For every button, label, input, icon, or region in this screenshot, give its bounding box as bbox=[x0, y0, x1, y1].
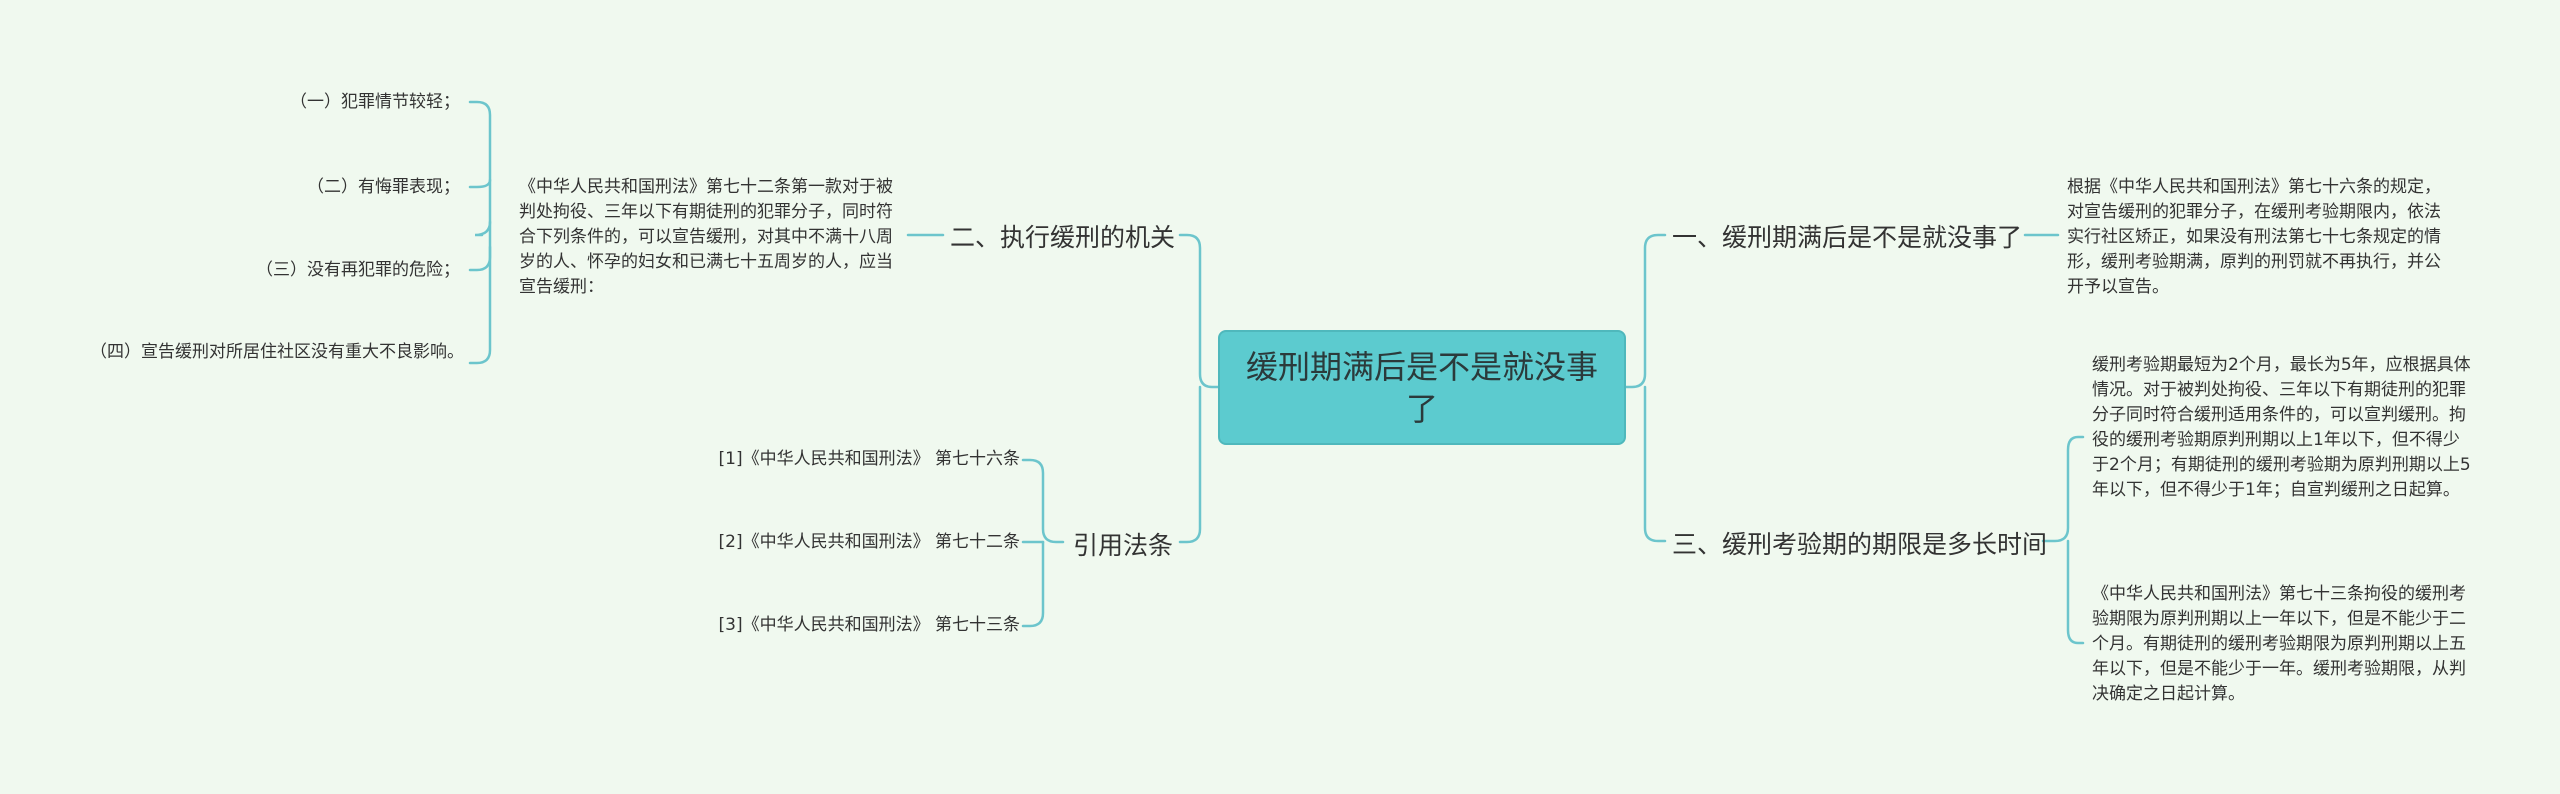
leaf-body: （三）没有再犯罪的危险； bbox=[256, 260, 460, 280]
leaf-body: [1]《中华人民共和国刑法》 第七十六条 bbox=[718, 449, 1020, 469]
leaf-body: 《中华人民共和国刑法》第七十二条第一款对于被判处拘役、三年以下有期徒刑的犯罪分子… bbox=[519, 177, 893, 297]
leaf-body: （一）犯罪情节较轻； bbox=[290, 92, 460, 112]
branch-title: 二、执行缓刑的机关 bbox=[950, 223, 1176, 252]
leaf-body: 根据《中华人民共和国刑法》第七十六条的规定，对宣告缓刑的犯罪分子，在缓刑考验期限… bbox=[2067, 177, 2441, 297]
branch-executing-organ[interactable]: 二、执行缓刑的机关 bbox=[950, 218, 1175, 254]
leaf-body: 《中华人民共和国刑法》第七十三条拘役的缓刑考验期限为原判刑期以上一年以下，但是不… bbox=[2092, 584, 2466, 704]
link-cite-items bbox=[1021, 458, 1065, 544]
link-r3-leaf2 bbox=[2066, 539, 2085, 645]
leaf-item: （二）有悔罪表现； bbox=[150, 175, 460, 200]
leaf-item: （一）犯罪情节较轻； bbox=[150, 90, 460, 115]
leaf-item: （三）没有再犯罪的危险； bbox=[150, 258, 460, 283]
leaf-body: [3]《中华人民共和国刑法》 第七十三条 bbox=[718, 615, 1020, 635]
leaf-text: 根据《中华人民共和国刑法》第七十六条的规定，对宣告缓刑的犯罪分子，在缓刑考验期限… bbox=[2067, 175, 2457, 300]
link-root-left-2 bbox=[1178, 385, 1202, 544]
leaf-item: （四）宣告缓刑对所居住社区没有重大不良影响。 bbox=[90, 340, 470, 365]
leaf-body: [2]《中华人民共和国刑法》 第七十二条 bbox=[718, 532, 1020, 552]
branch-cited-laws[interactable]: 引用法条 bbox=[1073, 526, 1173, 562]
link-root-right-1 bbox=[1624, 233, 1667, 389]
link-intro-items bbox=[468, 100, 492, 237]
branch-title: 一、缓刑期满后是不是就没事了 bbox=[1672, 223, 2023, 252]
leaf-text: 缓刑考验期最短为2个月，最长为5年，应根据具体情况。对于被判处拘役、三年以下有期… bbox=[2092, 353, 2472, 503]
branch-title: 引用法条 bbox=[1073, 531, 1174, 560]
leaf-citation[interactable]: [2]《中华人民共和国刑法》 第七十二条 bbox=[620, 530, 1020, 555]
leaf-body: 缓刑考验期最短为2个月，最长为5年，应根据具体情况。对于被判处拘役、三年以下有期… bbox=[2092, 355, 2471, 500]
leaf-body: （四）宣告缓刑对所居住社区没有重大不良影响。 bbox=[90, 342, 464, 362]
leaf-text: 《中华人民共和国刑法》第七十三条拘役的缓刑考验期限为原判刑期以上一年以下，但是不… bbox=[2092, 582, 2472, 707]
root-title: 缓刑期满后是不是就没事了 bbox=[1245, 347, 1598, 428]
leaf-citation[interactable]: [1]《中华人民共和国刑法》 第七十六条 bbox=[620, 447, 1020, 472]
leaf-intro: 《中华人民共和国刑法》第七十二条第一款对于被判处拘役、三年以下有期徒刑的犯罪分子… bbox=[519, 175, 899, 300]
branch-probation-term[interactable]: 三、缓刑考验期的期限是多长时间 bbox=[1672, 525, 2047, 561]
link-r3-leaves bbox=[2041, 435, 2085, 543]
branch-execution-end[interactable]: 一、缓刑期满后是不是就没事了 bbox=[1672, 218, 2022, 254]
leaf-body: （二）有悔罪表现； bbox=[307, 177, 460, 197]
root-topic[interactable]: 缓刑期满后是不是就没事了 bbox=[1218, 330, 1626, 445]
link-root-left-1 bbox=[1178, 233, 1220, 389]
leaf-citation[interactable]: [3]《中华人民共和国刑法》 第七十三条 bbox=[620, 613, 1020, 638]
link-root-right-2 bbox=[1643, 385, 1667, 543]
branch-title: 三、缓刑考验期的期限是多长时间 bbox=[1672, 530, 2048, 559]
